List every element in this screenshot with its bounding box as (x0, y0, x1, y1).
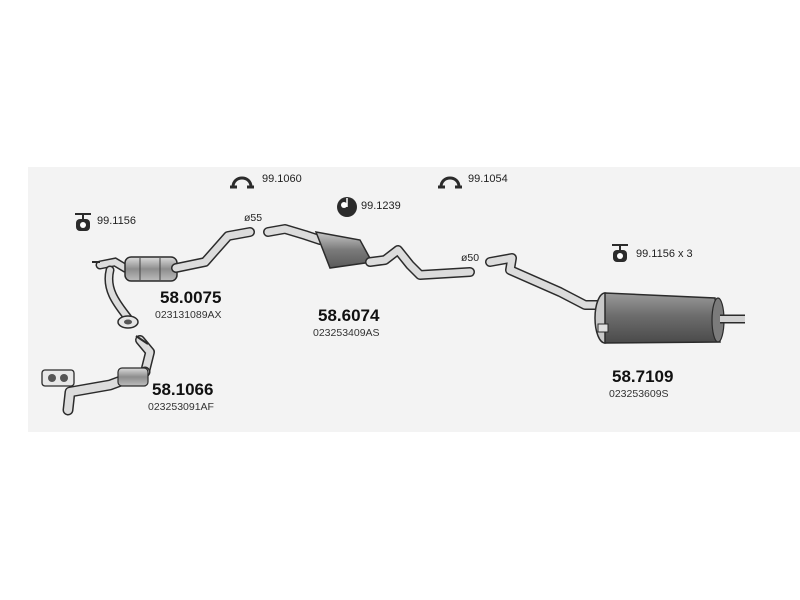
middle-silencer-oem: 023253409AS (313, 327, 380, 339)
manifold-pipe-part (41, 335, 155, 416)
diameter-rear-label: ø50 (461, 252, 480, 264)
pipe-clamp-icon (438, 176, 462, 189)
rubber-hanger-icon (612, 244, 628, 262)
front-pipe-oem: 023131089AX (155, 309, 222, 321)
middle-silencer-part (263, 224, 475, 280)
rubber-mount-icon (337, 197, 357, 217)
front-pipe-part (92, 227, 255, 329)
manifold-pipe-number: 58.1066 (152, 380, 214, 399)
pipe-clamp-icon (230, 176, 254, 189)
clamp-b-label: 99.1054 (468, 173, 508, 185)
hanger-mid-label: 99.1239 (361, 200, 401, 212)
manifold-pipe-oem: 023253091AF (148, 401, 214, 413)
rear-silencer-oem: 023253609S (609, 388, 669, 400)
middle-silencer-number: 58.6074 (318, 306, 380, 325)
rubber-hanger-icon (75, 213, 91, 231)
front-pipe-number: 58.0075 (160, 288, 222, 307)
rear-silencer-part (485, 253, 745, 344)
hanger-rear-label: 99.1156 x 3 (636, 248, 693, 260)
rear-silencer-number: 58.7109 (612, 367, 674, 386)
clamp-a-label: 99.1060 (262, 173, 302, 185)
diameter-front-label: ø55 (244, 212, 263, 224)
hanger-front-label: 99.1156 (97, 215, 136, 227)
